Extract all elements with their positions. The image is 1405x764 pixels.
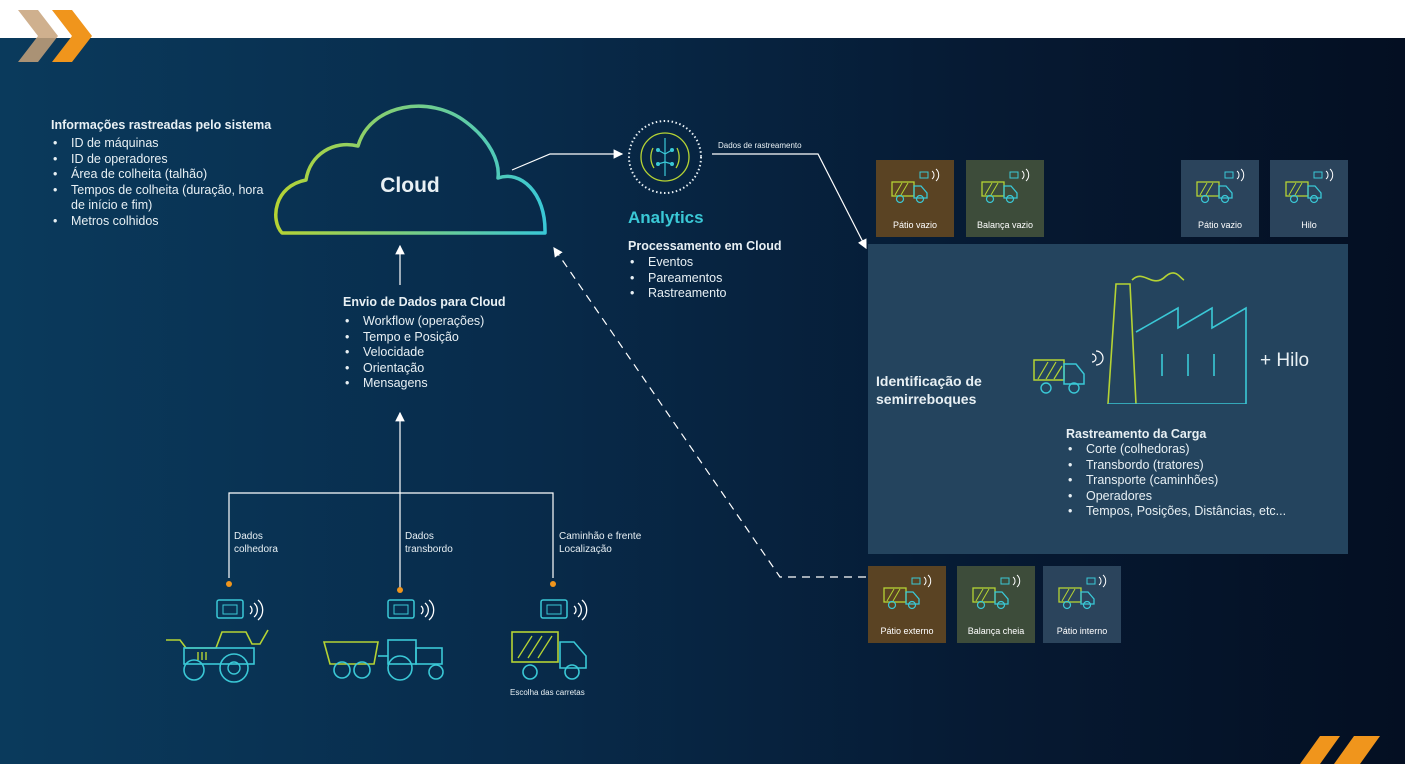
status-tile-bottom: Balança cheia: [957, 566, 1035, 643]
tractor-icon: [322, 639, 444, 681]
tile-label: Pátio interno: [1056, 626, 1108, 636]
truck-status-icon: [981, 168, 1030, 204]
tracker-device-icon: [216, 599, 264, 621]
source-label-tractor: Dados transbordo: [405, 531, 453, 556]
tracked-info-item: ID de máquinas: [51, 136, 291, 152]
chevron-logo-icon: [18, 10, 92, 62]
status-tile-top: Pátio vazio: [1181, 160, 1259, 237]
tracked-info-title: Informações rastreadas pelo sistema: [51, 118, 272, 132]
rastreamento-item: Corte (colhedoras): [1066, 442, 1336, 458]
status-tile-top: Balança vazio: [966, 160, 1044, 237]
cloud-label: Cloud: [380, 174, 440, 197]
tracked-info-item: Área de colheita (talhão): [51, 167, 291, 183]
rastreamento-block: Rastreamento da Carga Corte (colhedoras)…: [1066, 427, 1336, 520]
tracker-device-icon: [387, 599, 435, 621]
source-label-line: Dados: [234, 531, 263, 542]
source-label-line: Caminhão e frente: [559, 531, 642, 542]
status-tile-top: Hilo: [1270, 160, 1348, 237]
rastreamento-title: Rastreamento da Carga: [1066, 427, 1207, 441]
tracked-info-item: Tempos de colheita (duração, hora de iní…: [51, 183, 271, 214]
header-bar: [0, 0, 1405, 38]
envio-block: Envio de Dados para Cloud Workflow (oper…: [343, 295, 543, 392]
status-tile-bottom: Pátio externo: [868, 566, 946, 643]
rastreamento-item: Transbordo (tratores): [1066, 458, 1336, 474]
semitrailer-icon: [1033, 350, 1104, 394]
tracked-info-item: Metros colhidos: [51, 214, 291, 230]
rastreamento-item: Tempos, Posições, Distâncias, etc...: [1066, 504, 1336, 520]
truck-caption: Escolha das carretas: [510, 688, 585, 697]
truck-icon: [511, 631, 587, 680]
tile-label: Balança cheia: [967, 626, 1025, 636]
tracking-panel: + Hilo Identificação de semirreboques Ra…: [868, 244, 1348, 554]
tile-label: Pátio vazio: [1197, 220, 1243, 230]
envio-item: Velocidade: [343, 345, 543, 361]
truck-status-icon: [891, 168, 940, 204]
cloud-icon: [274, 104, 547, 235]
truck-status-icon: [1196, 168, 1245, 204]
brain-icon: [628, 120, 702, 194]
tile-label: Pátio externo: [880, 626, 934, 636]
status-tile-bottom: Pátio interno: [1043, 566, 1121, 643]
analytics-subtitle: Processamento em Cloud: [628, 239, 782, 253]
rastreamento-item: Transporte (caminhões): [1066, 473, 1336, 489]
rastreamento-item: Operadores: [1066, 489, 1336, 505]
tile-label: Hilo: [1301, 220, 1317, 230]
envio-item: Mensagens: [343, 376, 543, 392]
identificacao-line: Identificação de: [876, 373, 982, 389]
envio-item: Workflow (operações): [343, 314, 543, 330]
source-label-line: Localização: [559, 543, 612, 555]
analytics-block: Processamento em Cloud Eventos Pareament…: [628, 239, 828, 302]
factory-icon: [1107, 272, 1247, 404]
source-label-harvester: Dados colhedora: [234, 531, 278, 556]
slash-decoration-icon: [1300, 736, 1380, 764]
truck-status-icon: [883, 574, 932, 610]
tile-label: Pátio vazio: [892, 220, 938, 230]
identificacao-label: Identificação de semirreboques: [876, 372, 982, 408]
analytics-arrow-label: Dados de rastreamento: [718, 141, 802, 150]
analytics-item: Pareamentos: [628, 271, 828, 287]
envio-item: Tempo e Posição: [343, 330, 543, 346]
identificacao-line: semirreboques: [876, 391, 977, 407]
analytics-label: Analytics: [628, 208, 704, 227]
status-tile-top: Pátio vazio: [876, 160, 954, 237]
tile-label: Balança vazio: [976, 220, 1034, 230]
truck-status-icon: [1285, 168, 1334, 204]
tracked-info-block: Informações rastreadas pelo sistema ID d…: [51, 118, 291, 229]
harvester-icon: [166, 629, 269, 683]
source-label-line: transbordo: [405, 543, 453, 555]
truck-status-icon: [972, 574, 1021, 610]
analytics-item: Eventos: [628, 255, 828, 271]
source-label-line: colhedora: [234, 543, 278, 555]
tracked-info-item: ID de operadores: [51, 152, 291, 168]
analytics-item: Rastreamento: [628, 286, 828, 302]
truck-status-icon: [1058, 574, 1107, 610]
source-label-truck: Caminhão e frente Localização: [559, 531, 641, 556]
envio-item: Orientação: [343, 361, 543, 377]
source-label-line: Dados: [405, 531, 434, 542]
hilo-label: + Hilo: [1260, 350, 1310, 371]
tracker-device-icon: [540, 599, 588, 621]
envio-title: Envio de Dados para Cloud: [343, 295, 506, 309]
